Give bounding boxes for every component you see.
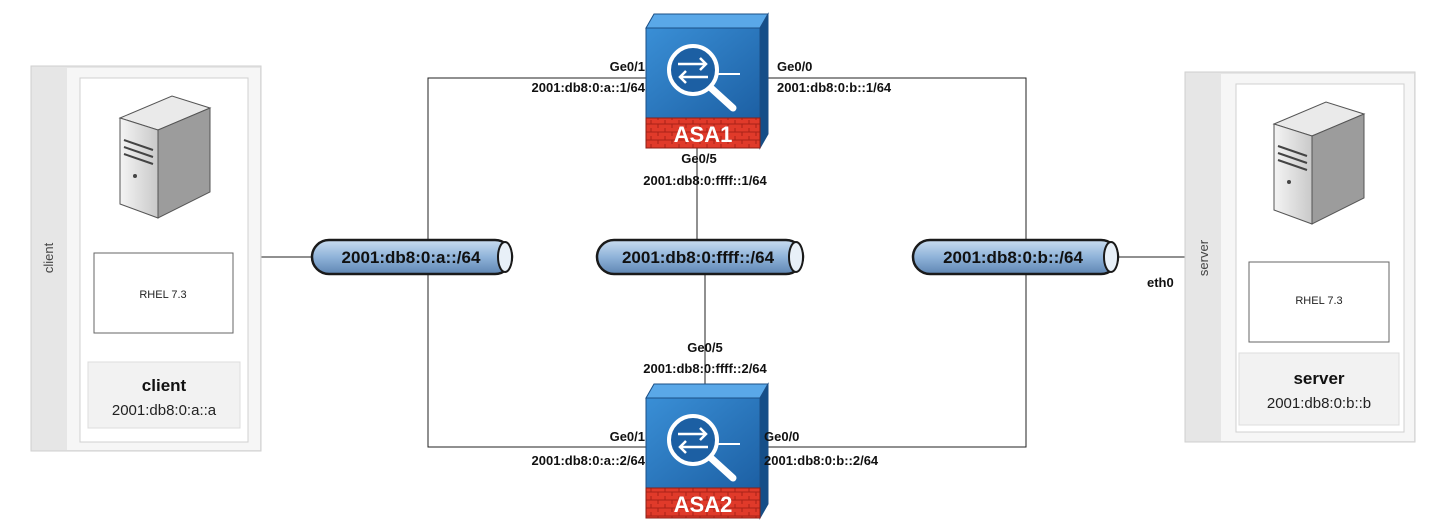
network-a-pipe: 2001:db8:0:a::/64: [310, 238, 514, 276]
asa2-ge01-name: Ge0/1: [610, 429, 645, 444]
network-b-pipe: 2001:db8:0:b::/64: [911, 238, 1120, 276]
server-os-label: RHEL 7.3: [1295, 295, 1342, 307]
asa2-ge05-name: Ge0/5: [687, 340, 722, 355]
network-ffff-label: 2001:db8:0:ffff::/64: [622, 248, 775, 267]
link-asa2-ge01: [427, 275, 650, 448]
asa1-name: ASA1: [674, 122, 733, 147]
network-b-label: 2001:db8:0:b::/64: [943, 248, 1083, 267]
server-group: server RHEL 7.3 server 2001:db8:0:b::b: [1184, 71, 1416, 443]
server-group-label: server: [1196, 239, 1211, 276]
client-name: client: [142, 376, 187, 395]
asa2-ge01-addr: 2001:db8:0:a::2/64: [532, 453, 646, 468]
client-os-label: RHEL 7.3: [139, 289, 186, 301]
asa1-ge05-addr: 2001:db8:0:ffff::1/64: [643, 173, 767, 188]
connection-lines: [246, 77, 1185, 448]
asa1-ge01-addr: 2001:db8:0:a::1/64: [532, 80, 646, 95]
server-info-box: [1238, 352, 1400, 426]
server-name: server: [1293, 369, 1344, 388]
asa1-ge00-addr: 2001:db8:0:b::1/64: [777, 80, 892, 95]
asa2-ge00-addr: 2001:db8:0:b::2/64: [764, 453, 879, 468]
client-os-box: [93, 252, 234, 334]
asa1-ge05-name: Ge0/5: [681, 151, 716, 166]
asa1-inspect-icon: [667, 44, 740, 112]
link-asa1-ge01: [427, 77, 650, 240]
asa2-name: ASA2: [674, 492, 733, 517]
client-info-box: [87, 361, 241, 429]
server-os-box: [1248, 261, 1390, 343]
asa2-ge05-addr: 2001:db8:0:ffff::2/64: [643, 361, 767, 376]
client-computer-icon: [118, 95, 212, 219]
asa2-inspect-icon: [667, 414, 740, 482]
client-address: 2001:db8:0:a::a: [112, 402, 217, 419]
asa2-ge00-name: Ge0/0: [764, 429, 799, 444]
link-asa2-ge00: [760, 275, 1027, 448]
client-group: client RHEL 7.3 client 2001:db8:0:a::a: [30, 65, 262, 452]
asa1-firewall: ASA1: [645, 12, 769, 150]
asa1-ge01-name: Ge0/1: [610, 59, 645, 74]
server-computer-icon: [1272, 101, 1366, 225]
server-address: 2001:db8:0:b::b: [1267, 395, 1371, 412]
link-asa1-ge00: [760, 77, 1027, 240]
network-ffff-pipe: 2001:db8:0:ffff::/64: [595, 238, 805, 276]
asa1-ge00-name: Ge0/0: [777, 59, 812, 74]
client-group-label: client: [41, 242, 56, 273]
asa2-firewall: ASA2: [645, 382, 769, 520]
server-interface-label: eth0: [1147, 275, 1174, 290]
network-a-label: 2001:db8:0:a::/64: [342, 248, 481, 267]
